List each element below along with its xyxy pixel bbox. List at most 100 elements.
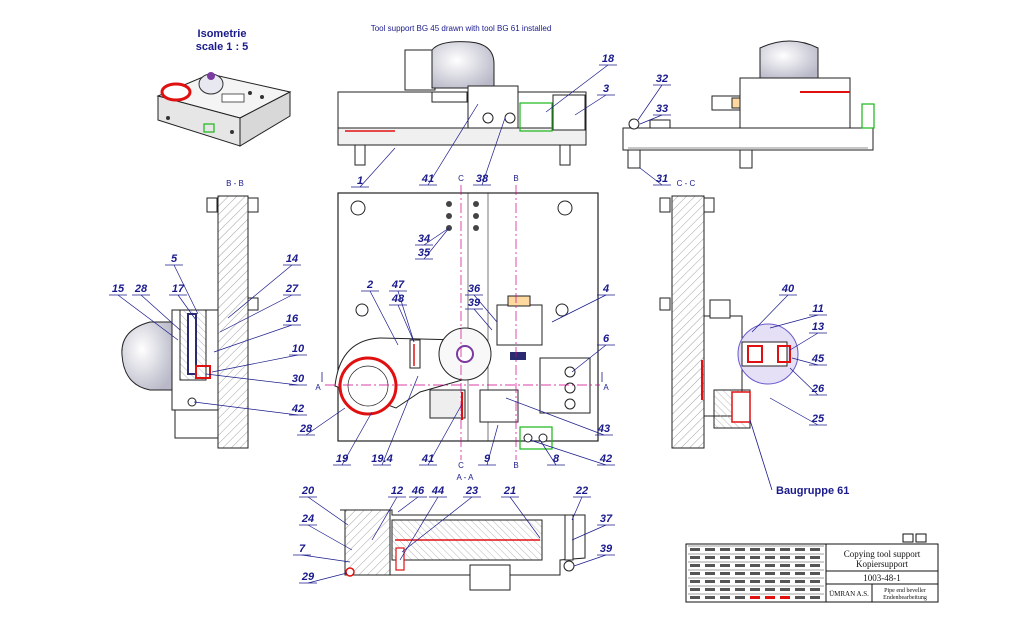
callout-21: 21 [501,485,541,539]
callout-number: 40 [781,283,795,295]
section-cc-view [659,195,799,449]
callout-17: 17 [169,283,197,321]
callout-number: 32 [656,73,668,85]
callout-number: 30 [292,373,305,385]
callout-number: 21 [503,485,516,497]
callout-leader [397,304,415,343]
callout-39: 39 [573,543,615,567]
callout-leader [769,397,819,426]
section-marker-a-right: A [603,383,609,392]
callout-leader [427,103,479,186]
callout-number: 8 [553,453,560,465]
callout-leader [571,344,607,373]
callout-number: 3 [603,83,609,95]
title-english: Copying tool support [844,549,921,559]
top-elevation-view [337,41,587,166]
callout-leader [486,424,499,466]
callout-41: 41 [419,403,463,466]
callout-number: 27 [285,283,299,295]
callout-10: 10 [211,343,307,373]
title-block: Copying tool support Kopiersupport 1003-… [685,533,939,603]
callout-number: 23 [465,485,478,497]
callout-number: 1 [357,175,363,187]
callout-47: 47 [389,279,415,343]
callout-leader [401,496,473,553]
callout-41: 41 [419,103,479,186]
callout-number: 10 [292,343,305,355]
callout-leader [751,294,789,333]
callout-leader [529,439,607,466]
section-aa-view: A - A [340,473,586,591]
callout-2: 2 [361,279,399,346]
callout-20: 20 [299,485,349,526]
callout-leader [505,397,605,436]
callout-number: 22 [575,485,588,497]
callout-number: 38 [476,173,489,185]
section-bb-view: B - B [121,179,259,449]
callout-13: 13 [789,321,827,351]
callout-number: 6 [603,333,610,345]
callout-31: 31 [639,167,671,186]
section-marker-a-left: A [315,383,321,392]
callout-33: 33 [639,103,671,125]
callout-leader [140,294,181,331]
callout-14: 14 [227,253,301,319]
isometric-view: Isometrie scale 1 : 5 [156,28,292,147]
callout-1: 1 [351,147,396,188]
callout-number: 2 [366,279,373,291]
callout-leader [177,294,197,321]
callout-6: 6 [571,333,615,373]
callout-9: 9 [478,424,499,466]
callout-leader [397,496,419,513]
callout-leader [205,373,299,386]
callout-19-4: 19.4 [371,375,419,466]
callout-leader [219,294,293,333]
callout-leader [117,294,179,341]
callout-11: 11 [769,303,827,329]
callout-number: 15 [112,283,125,295]
callout-number: 19.4 [371,453,392,465]
callout-number: 42 [291,403,304,415]
callout-number: 41 [421,453,434,465]
callout-leader [227,264,293,319]
callout-48: 48 [389,293,415,343]
drawing-caption: Tool support BG 45 drawn with tool BG 61… [371,24,552,33]
callout-number: 16 [286,313,299,325]
callout-leader [307,524,353,551]
callout-number: 17 [172,283,185,295]
callout-7: 7 [293,543,351,563]
isometric-title: Isometrie [198,28,247,40]
callout-38: 38 [473,117,506,186]
callout-leader [423,227,450,246]
callout-number: 47 [391,279,405,291]
callout-42: 42 [529,439,615,466]
callout-number: 20 [301,485,315,497]
callout-number: 31 [656,173,668,185]
callout-15: 15 [109,283,179,341]
callout-number: 39 [468,297,481,309]
callout-leader [427,403,463,466]
callout-leader [789,367,819,396]
callout-leader [359,147,396,188]
callout-5: 5 [165,253,199,315]
callout-leader [545,64,609,113]
callout-number: 44 [431,485,444,497]
callout-number: 25 [811,413,825,425]
callout-number: 14 [286,253,298,265]
callout-3: 3 [574,83,615,116]
drawing-number: 1003-48-1 [863,573,901,583]
callout-42: 42 [193,401,307,416]
callout-leader [571,524,607,541]
section-aa-label: A - A [457,473,475,482]
section-cc-label: C - C [677,179,696,188]
callout-leader [637,84,663,121]
callout-number: 37 [600,513,613,525]
callout-number: 5 [171,253,178,265]
callout-leader [769,314,819,329]
callout-23: 23 [401,485,481,553]
callout-number: 42 [599,453,612,465]
callout-43: 43 [505,397,613,436]
section-bb-label: B - B [226,179,244,188]
callout-leader [473,308,493,331]
